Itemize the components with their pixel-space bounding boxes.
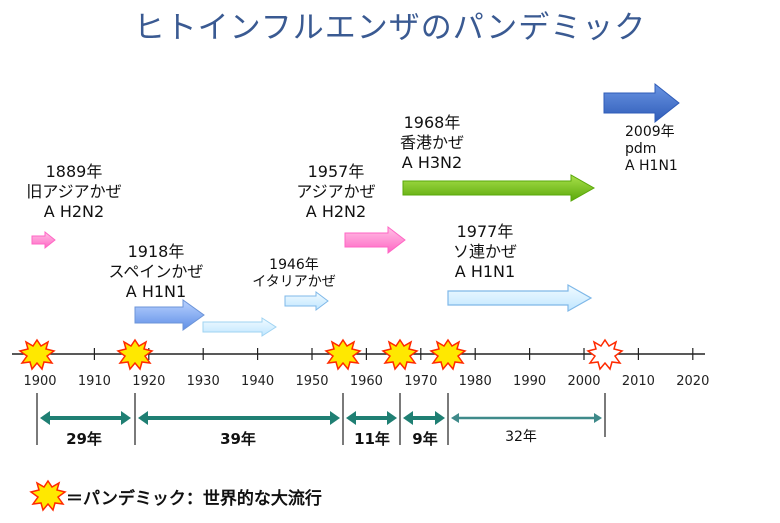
tick-label-1920: 1920	[132, 374, 165, 389]
tick-label-1950: 1950	[295, 374, 328, 389]
arrow-1918-continued	[202, 317, 277, 337]
event-year-1957: 1957年	[307, 162, 365, 181]
event-name-1977: ソ連かぜ	[452, 242, 517, 261]
event-year-1889: 1889年	[45, 162, 103, 181]
legend-text: ＝パンデミック：世界的な大流行	[66, 489, 322, 509]
event-year-1977: 1977年	[456, 222, 514, 241]
interval-arrow-39	[138, 411, 340, 425]
timeline-ticks: 1900 1910 1920 1930 1940 1950 1960 1970 1980 1990…	[23, 348, 709, 389]
arrow-1889	[31, 230, 56, 250]
interval-separators	[36, 393, 606, 445]
event-subtype-2009: A H1N1	[625, 158, 678, 174]
tick-label-1960: 1960	[350, 374, 383, 389]
event-name-1889: 旧アジアかぜ	[26, 182, 122, 201]
event-name-2009: pdm	[625, 141, 657, 157]
interval-label-39: 39年	[220, 430, 256, 448]
event-label-1977: 1977年 ソ連かぜ A H1N1	[425, 222, 545, 282]
event-subtype-1889: A H2N2	[43, 202, 105, 221]
interval-label-32: 32年	[505, 429, 537, 445]
event-subtype-1977: A H1N1	[454, 262, 516, 281]
pandemic-burst-1889	[18, 338, 56, 371]
tick-label-1940: 1940	[241, 374, 274, 389]
event-label-1968: 1968年 香港かぜ A H3N2	[372, 113, 492, 173]
tick-label-2010: 2010	[622, 374, 655, 389]
event-name-1946: イタリアかぜ	[252, 274, 336, 290]
interval-label-9: 9年	[412, 430, 437, 448]
event-name-1968: 香港かぜ	[399, 133, 464, 152]
tick-label-2000: 2000	[567, 374, 600, 389]
event-year-1968: 1968年	[403, 113, 461, 132]
tick-label-1900: 1900	[23, 374, 56, 389]
event-label-1889: 1889年 旧アジアかぜ A H2N2	[14, 162, 134, 222]
tick-label-1930: 1930	[187, 374, 220, 389]
pandemic-burst-1918	[116, 338, 154, 371]
event-year-2009: 2009年	[625, 124, 675, 140]
arrow-1968	[402, 174, 596, 202]
arrow-1957	[344, 225, 406, 255]
event-year-1946: 1946年	[269, 257, 319, 273]
arrow-1946	[284, 291, 329, 311]
event-subtype-1918: A H1N1	[125, 282, 187, 301]
interval-arrow-29	[40, 411, 131, 425]
event-subtype-1968: A H3N2	[401, 153, 463, 172]
event-name-1957: アジアかぜ	[296, 182, 376, 201]
interval-label-29: 29年	[66, 430, 102, 448]
interval-label-11: 11年	[354, 430, 390, 448]
event-name-1918: スペインかぜ	[108, 262, 204, 281]
page-title: ヒトインフルエンザのパンデミック	[133, 10, 647, 46]
pandemic-burst-1977	[429, 338, 467, 371]
pandemic-burst-2009	[586, 338, 624, 371]
event-label-1946: 1946年 イタリアかぜ	[244, 257, 344, 291]
event-subtype-1957: A H2N2	[305, 202, 367, 221]
event-label-2009: 2009年 pdm A H1N1	[625, 124, 735, 175]
interval-arrow-32	[451, 413, 602, 423]
pandemic-burst-1968	[381, 338, 419, 371]
arrow-1918	[134, 299, 205, 331]
interval-arrow-11	[346, 411, 397, 425]
tick-label-2020: 2020	[676, 374, 709, 389]
arrow-2009	[603, 82, 680, 124]
interval-arrow-9	[403, 411, 445, 425]
tick-label-1910: 1910	[78, 374, 111, 389]
event-label-1957: 1957年 アジアかぜ A H2N2	[276, 162, 396, 222]
tick-label-1990: 1990	[513, 374, 546, 389]
pandemic-burst-1957	[324, 338, 362, 371]
tick-label-1980: 1980	[459, 374, 492, 389]
legend-burst-icon	[29, 479, 67, 512]
arrow-1977	[447, 283, 593, 313]
event-year-1918: 1918年	[127, 242, 185, 261]
event-label-1918: 1918年 スペインかぜ A H1N1	[96, 242, 216, 302]
tick-label-1970: 1970	[404, 374, 437, 389]
